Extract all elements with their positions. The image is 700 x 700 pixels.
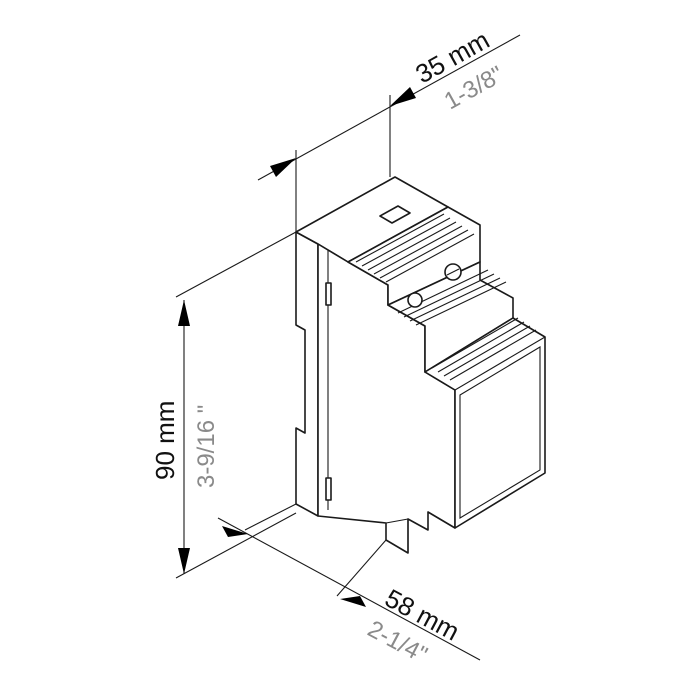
- depth-arrow-front: [340, 596, 366, 607]
- height-dimension: [175, 231, 297, 579]
- width-dimension-line: [257, 34, 521, 181]
- foot-left: [385, 518, 409, 553]
- foot-right: [427, 511, 456, 529]
- upper-side-slot: [325, 282, 332, 306]
- height-arrow-top: [178, 300, 190, 326]
- depth-extension-front: [336, 539, 387, 597]
- height-metric-label: 90 mm: [150, 401, 180, 480]
- screw-hole-left: [407, 292, 423, 308]
- middle-terminal-face: [387, 261, 514, 373]
- lower-side-slot: [325, 477, 332, 501]
- depth-dimension: [217, 503, 481, 661]
- front-cover-edge: [454, 336, 546, 391]
- lower-terminal-grooves: [431, 317, 537, 381]
- width-arrow-left: [270, 158, 296, 177]
- top-connector: [379, 205, 411, 224]
- upper-terminal-grooves: [355, 213, 475, 283]
- middle-terminal-grooves: [397, 269, 507, 326]
- height-extension-bottom: [175, 512, 297, 579]
- width-dimension: [257, 34, 521, 232]
- height-imperial-label: 3-9/16 ": [193, 405, 220, 488]
- depth-extension-rear: [244, 503, 297, 531]
- device-body: [295, 176, 546, 554]
- height-arrow-bottom: [178, 548, 190, 574]
- width-arrow-right: [390, 87, 416, 106]
- depth-arrow-rear: [222, 526, 248, 537]
- screw-slot: [446, 268, 460, 276]
- height-extension-top: [175, 231, 297, 298]
- depth-dimension-line: [217, 517, 481, 661]
- din-clip: [295, 231, 319, 517]
- front-cover-inner-panel: [459, 346, 541, 519]
